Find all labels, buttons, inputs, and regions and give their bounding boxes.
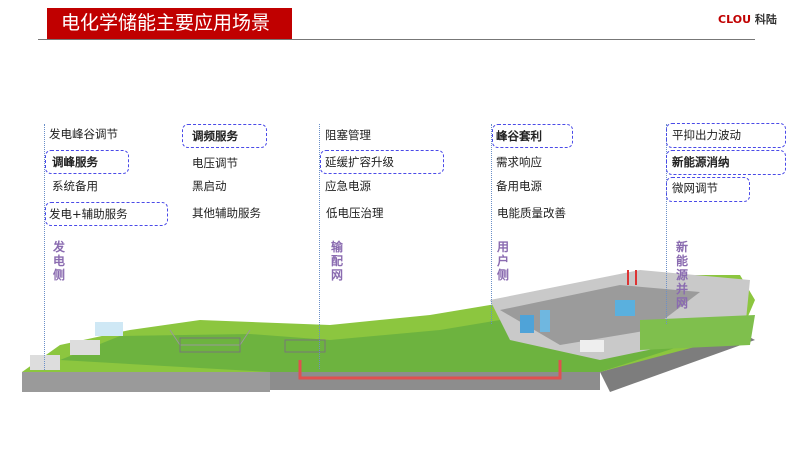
item-backup-power: 备用电源 bbox=[496, 179, 542, 193]
item-renewable-absorption: 新能源消纳 bbox=[672, 155, 730, 169]
column-divider bbox=[666, 124, 667, 324]
item-frequency-regulation: 调频服务 bbox=[192, 129, 238, 143]
item-peak-valley-generation: 发电峰谷调节 bbox=[49, 127, 118, 141]
title-divider bbox=[38, 39, 755, 40]
item-low-voltage: 低电压治理 bbox=[326, 206, 384, 220]
side-label-user: 用户侧 bbox=[497, 240, 510, 282]
item-congestion-management: 阻塞管理 bbox=[325, 128, 371, 142]
side-label-renewable: 新能源并网 bbox=[676, 240, 689, 310]
column-divider bbox=[44, 124, 45, 370]
highlight-box bbox=[320, 150, 444, 174]
item-demand-response: 需求响应 bbox=[496, 155, 542, 169]
item-peak-shaving: 调峰服务 bbox=[52, 155, 98, 169]
highlight-box bbox=[666, 150, 786, 175]
item-smooth-output: 平抑出力波动 bbox=[672, 128, 741, 142]
item-other-ancillary: 其他辅助服务 bbox=[192, 206, 261, 220]
column-divider bbox=[491, 124, 492, 324]
highlight-box bbox=[182, 124, 267, 148]
item-power-quality: 电能质量改善 bbox=[497, 206, 566, 220]
item-black-start: 黑启动 bbox=[192, 179, 227, 193]
page-title: 电化学储能主要应用场景 bbox=[47, 8, 292, 39]
highlight-box bbox=[45, 150, 129, 174]
item-arbitrage: 峰谷套利 bbox=[496, 129, 542, 143]
item-emergency-power: 应急电源 bbox=[325, 179, 371, 193]
highlight-box bbox=[666, 123, 786, 148]
item-defer-upgrade: 延缓扩容升级 bbox=[325, 155, 394, 169]
item-generation-ancillary: 发电+辅助服务 bbox=[49, 207, 128, 221]
logo: CLOU 科陆 bbox=[718, 13, 777, 26]
side-label-generation: 发电侧 bbox=[53, 240, 66, 282]
item-voltage-regulation: 电压调节 bbox=[192, 156, 238, 170]
item-microgrid: 微网调节 bbox=[672, 181, 718, 195]
side-label-grid: 输配网 bbox=[331, 240, 344, 282]
highlight-box bbox=[45, 202, 168, 226]
highlight-box bbox=[492, 124, 573, 148]
column-divider bbox=[319, 124, 320, 369]
highlight-box bbox=[666, 177, 750, 202]
item-system-backup: 系统备用 bbox=[52, 179, 98, 193]
